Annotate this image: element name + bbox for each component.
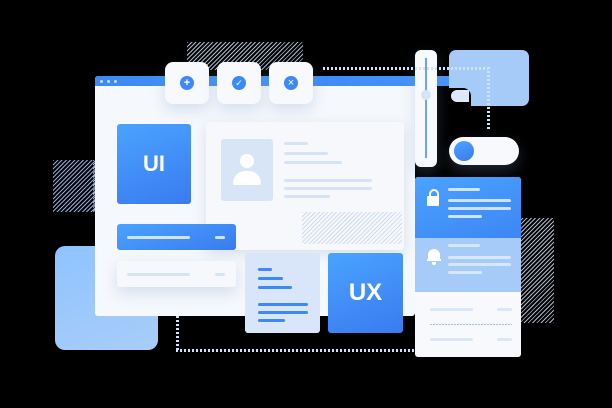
text-placeholder [448, 244, 480, 247]
toggle-switch[interactable] [449, 137, 519, 165]
user-icon-head [240, 154, 254, 168]
row-value [215, 273, 225, 276]
toggle-knob [454, 141, 474, 161]
summary-value [497, 338, 512, 341]
window-dot-icon [114, 80, 117, 83]
row-text [127, 273, 190, 276]
connector-bottom-left [176, 316, 179, 350]
notification-panel [415, 177, 521, 357]
connector-bottom [176, 349, 414, 352]
text-line [258, 311, 308, 314]
text-placeholder [284, 152, 328, 155]
text-placeholder [448, 271, 482, 274]
list-row[interactable] [117, 261, 236, 287]
ui-card: UI [117, 124, 191, 204]
check-icon: ✓ [232, 76, 246, 90]
text-placeholder [284, 195, 330, 198]
row-value [215, 236, 225, 239]
text-line [258, 286, 292, 289]
text-line [258, 303, 308, 306]
text-placeholder [448, 207, 511, 210]
divider [430, 324, 512, 325]
summary-label [430, 338, 473, 341]
vertical-slider[interactable] [415, 50, 437, 167]
text-placeholder [448, 263, 511, 266]
summary-label [430, 308, 473, 311]
text-line [258, 319, 285, 322]
connector-top [323, 67, 488, 70]
dark-notch-inner [451, 90, 469, 102]
title-bar-extension [300, 76, 470, 86]
ux-label: UX [348, 279, 383, 306]
text-placeholder [448, 188, 480, 191]
notification-item-alerts[interactable] [415, 238, 521, 292]
bell-icon [427, 247, 441, 265]
plus-icon: + [180, 76, 194, 90]
toolbar: + ✓ × [165, 62, 315, 104]
avatar [221, 139, 273, 201]
ui-label: UI [143, 151, 165, 176]
lock-icon [427, 189, 439, 207]
text-placeholder [448, 256, 511, 259]
hatch-decoration-left [53, 160, 95, 212]
text-line [258, 277, 283, 280]
text-line [258, 268, 272, 271]
text-placeholder [284, 142, 308, 145]
text-placeholder [284, 187, 372, 190]
document-card [245, 253, 320, 333]
text-placeholder [284, 161, 342, 164]
close-icon: × [284, 76, 298, 90]
window-dot-icon [107, 80, 110, 83]
row-text [127, 236, 190, 239]
window-dot-icon [100, 80, 103, 83]
list-row-selected[interactable] [117, 224, 236, 250]
text-placeholder [448, 215, 482, 218]
slider-track [425, 58, 427, 158]
user-icon-body [233, 171, 261, 185]
text-placeholder [284, 179, 372, 182]
summary-value [497, 308, 512, 311]
hatch-decoration-right [518, 218, 554, 323]
hatch-decoration-profile [302, 212, 402, 244]
text-placeholder [448, 199, 511, 202]
close-button[interactable]: × [269, 62, 313, 104]
ux-card: UX [328, 253, 403, 333]
notification-item-security[interactable] [415, 177, 521, 238]
add-button[interactable]: + [165, 62, 209, 104]
slider-thumb[interactable] [421, 90, 431, 100]
connector-top-down [487, 67, 490, 129]
confirm-button[interactable]: ✓ [217, 62, 261, 104]
